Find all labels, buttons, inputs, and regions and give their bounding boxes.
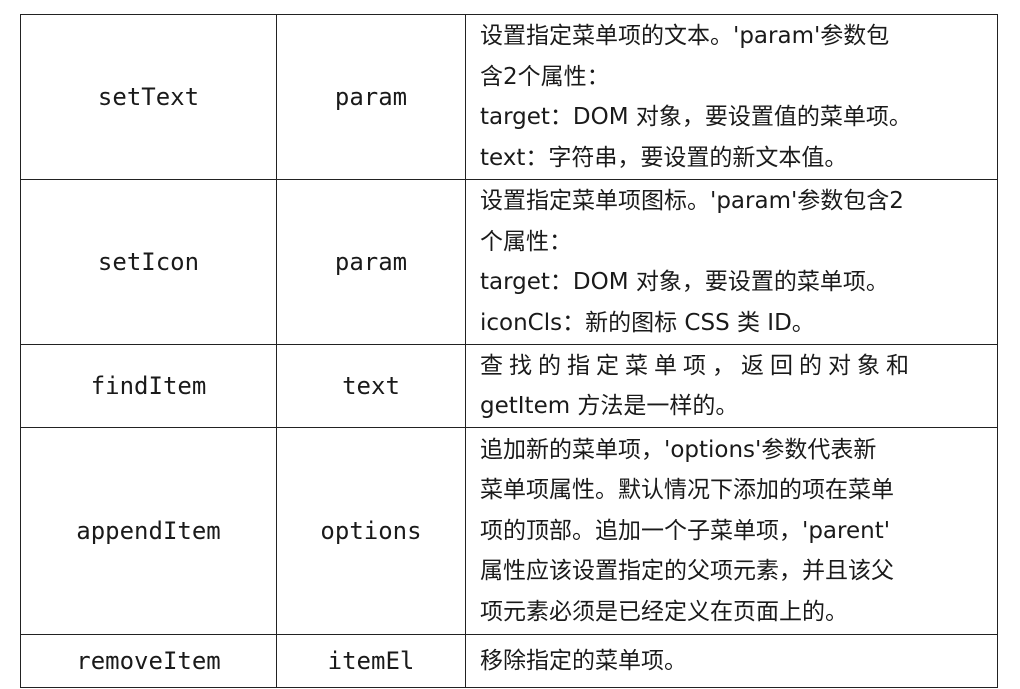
description-line: 设置指定菜单项图标。'param'参数包含2 [480, 188, 904, 214]
description-line: 查找的指定菜单项，返回的对象和 [480, 352, 915, 379]
description-line: 菜单项属性。默认情况下添加的项在菜单 [480, 477, 894, 504]
description-line: target：DOM 对象，要设置值的菜单项。 [480, 104, 912, 130]
method-param: param [276, 179, 466, 345]
description-line: getItem 方法是一样的。 [480, 393, 739, 419]
description-line: text：字符串，要设置的新文本值。 [480, 144, 848, 171]
description-line: 项元素必须是已经定义在页面上的。 [480, 598, 848, 625]
methods-table: setText param 设置指定菜单项的文本。'param'参数包 含2个属… [20, 14, 998, 688]
method-name: findItem [20, 344, 277, 428]
description-line: 含2个属性： [480, 63, 610, 90]
method-description: 追加新的菜单项，'options'参数代表新 菜单项属性。默认情况下添加的项在菜… [465, 427, 998, 635]
table-row: removeItem itemEl 移除指定的菜单项。 [20, 634, 998, 688]
table-row: appendItem options 追加新的菜单项，'options'参数代表… [20, 427, 998, 635]
method-description: 设置指定菜单项图标。'param'参数包含2 个属性： target：DOM 对… [465, 179, 998, 345]
method-description: 移除指定的菜单项。 [465, 634, 998, 688]
method-name: setIcon [20, 179, 277, 345]
method-param: text [276, 344, 466, 428]
table-row: setIcon param 设置指定菜单项图标。'param'参数包含2 个属性… [20, 179, 998, 345]
description-line: 项的顶部。追加一个子菜单项，'parent' [480, 517, 891, 544]
description-line: 追加新的菜单项，'options'参数代表新 [480, 436, 877, 463]
table-row: findItem text 查找的指定菜单项，返回的对象和 getItem 方法… [20, 344, 998, 428]
method-name: appendItem [20, 427, 277, 635]
description-line: 属性应该设置指定的父项元素，并且该父 [480, 558, 894, 585]
method-description: 设置指定菜单项的文本。'param'参数包 含2个属性： target：DOM … [465, 14, 998, 180]
description-line: 个属性： [480, 228, 572, 255]
method-param: itemEl [276, 634, 466, 688]
description-line: 移除指定的菜单项。 [480, 647, 687, 674]
table-row: setText param 设置指定菜单项的文本。'param'参数包 含2个属… [20, 14, 998, 180]
method-name: removeItem [20, 634, 277, 688]
method-param: param [276, 14, 466, 180]
description-line: 设置指定菜单项的文本。'param'参数包 [480, 23, 890, 49]
method-description: 查找的指定菜单项，返回的对象和 getItem 方法是一样的。 [465, 344, 998, 428]
method-param: options [276, 427, 466, 635]
method-name: setText [20, 14, 277, 180]
description-line: iconCls：新的图标 CSS 类 ID。 [480, 309, 815, 336]
description-line: target：DOM 对象，要设置的菜单项。 [480, 269, 889, 295]
